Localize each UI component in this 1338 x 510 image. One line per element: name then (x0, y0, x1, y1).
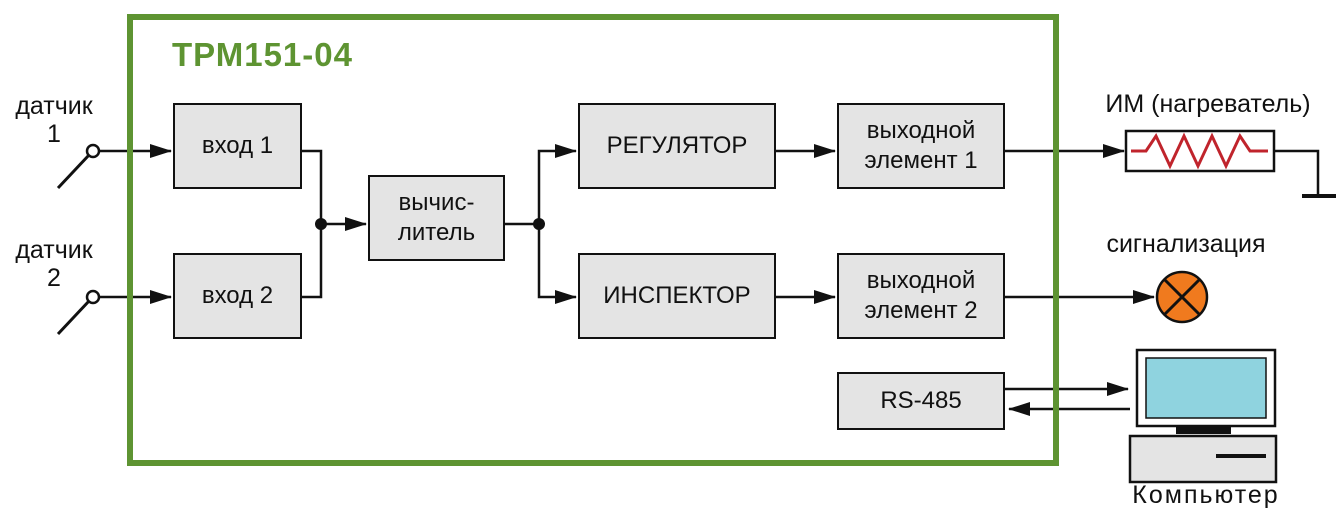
output-element-1-block: выходной элемент 1 (837, 103, 1005, 189)
input-2-connector (302, 224, 323, 299)
input-2-block: вход 2 (173, 253, 302, 339)
alarm-lamp-icon (1155, 270, 1209, 324)
sensor-2-symbol (56, 289, 172, 336)
actuator-label: ИМ (нагреватель) (1105, 90, 1311, 118)
sensor-1-label: датчик 1 (15, 92, 93, 148)
inspector-block: ИНСПЕКТОР (578, 253, 776, 339)
regulator-block: РЕГУЛЯТОР (578, 103, 776, 189)
output-element-2-block: выходной элемент 2 (837, 253, 1005, 339)
computer-icon (1128, 348, 1278, 484)
input-1-block: вход 1 (173, 103, 302, 189)
heater-symbol (1124, 129, 1336, 198)
calculator-block: вычис- литель (368, 175, 505, 261)
sensor-2-label: датчик 2 (15, 236, 93, 292)
computer-label: Компьютер (1132, 481, 1280, 509)
sensor-1-symbol (56, 143, 172, 190)
rs485-block: RS-485 (837, 372, 1005, 430)
inspector-connector (537, 224, 577, 304)
device-title: ТРМ151-04 (172, 36, 353, 73)
input-1-connector (302, 149, 323, 224)
device-frame (127, 14, 1059, 466)
regulator-connector (537, 144, 577, 224)
alarm-label: сигнализация (1106, 230, 1266, 258)
